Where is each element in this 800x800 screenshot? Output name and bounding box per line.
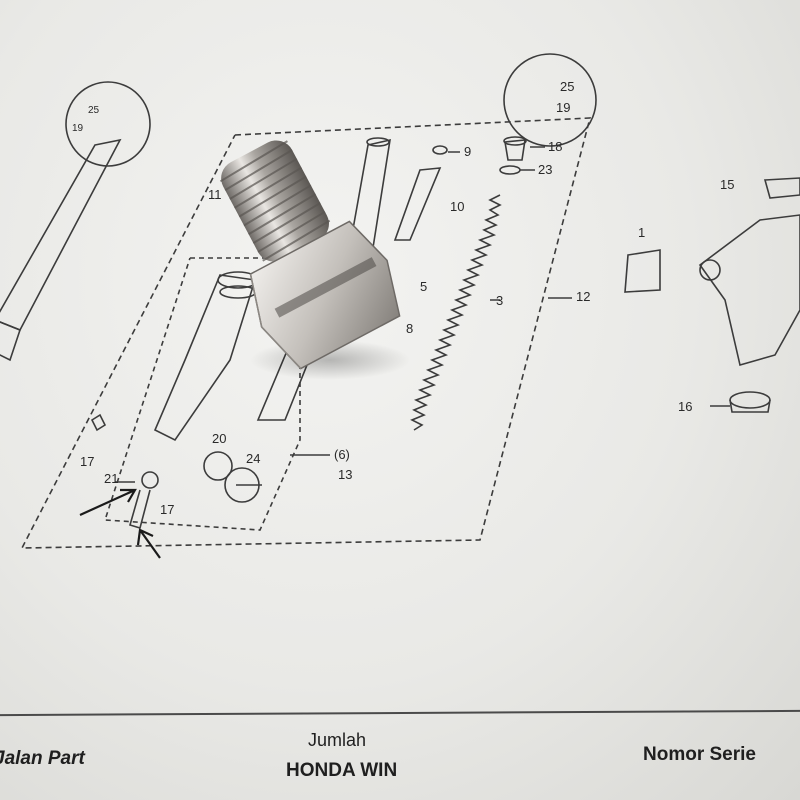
part-16 xyxy=(729,391,771,409)
label-10: 10 xyxy=(450,199,465,214)
steering-bracket xyxy=(698,214,800,367)
footer-jumlah: Jumlah xyxy=(308,730,367,750)
hex-bolt xyxy=(219,140,410,380)
part-1 xyxy=(624,249,661,293)
label-18: 18 xyxy=(548,139,563,154)
label-12: 12 xyxy=(576,289,591,304)
part-23 xyxy=(499,165,521,175)
label-25-left: 25 xyxy=(88,105,100,116)
label-16: 16 xyxy=(678,399,693,414)
fork-lower-leg xyxy=(153,274,257,442)
part-17-bolt xyxy=(129,489,151,530)
left-fork-tube xyxy=(0,138,122,332)
label-23: 23 xyxy=(538,162,553,177)
label-3: 3 xyxy=(496,293,504,308)
bolt-thread xyxy=(221,140,329,262)
footer-jalan-part: Jalan Part xyxy=(0,748,85,769)
detail-circle-left xyxy=(65,81,151,167)
pen-arrow-1 xyxy=(79,488,137,517)
label-5: 5 xyxy=(420,279,428,294)
label-19-right: 19 xyxy=(556,100,571,115)
label-17-lower: 17 xyxy=(160,502,175,517)
part-9 xyxy=(432,145,448,155)
label-15: 15 xyxy=(720,177,735,192)
label-17-upper: 17 xyxy=(80,454,95,469)
label-20: 20 xyxy=(212,431,227,446)
part-18 xyxy=(504,139,526,161)
part-21 xyxy=(141,471,159,489)
label-13: 13 xyxy=(338,467,353,482)
pen-arrow-2 xyxy=(136,528,161,559)
label-11: 11 xyxy=(208,187,222,202)
label-25-right: 25 xyxy=(560,79,575,94)
spring-3 xyxy=(410,194,502,431)
fork-cylinder-10 xyxy=(393,167,442,241)
label-21: 21 xyxy=(104,471,119,486)
footer-honda-win: HONDA WIN xyxy=(286,760,398,781)
diagram-frame-outer xyxy=(20,117,592,549)
label-19-left: 19 xyxy=(72,123,84,134)
part-20 xyxy=(203,451,233,481)
label-9: 9 xyxy=(464,144,472,159)
label-1: 1 xyxy=(638,225,646,240)
part-17-nut xyxy=(90,413,107,432)
label-8: 8 xyxy=(406,321,414,336)
footer-nomor-serie: Nomor Serie xyxy=(643,744,756,765)
label-24: 24 xyxy=(246,451,261,466)
detail-circle-right xyxy=(503,53,597,147)
label-6: (6) xyxy=(334,447,350,462)
